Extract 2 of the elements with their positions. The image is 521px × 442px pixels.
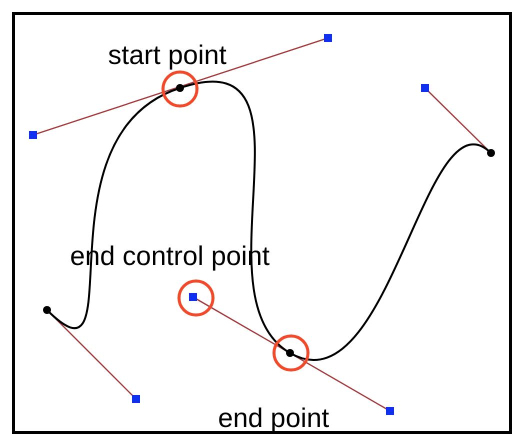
point-label: end point [218,405,330,432]
point-label: start point [108,42,227,69]
